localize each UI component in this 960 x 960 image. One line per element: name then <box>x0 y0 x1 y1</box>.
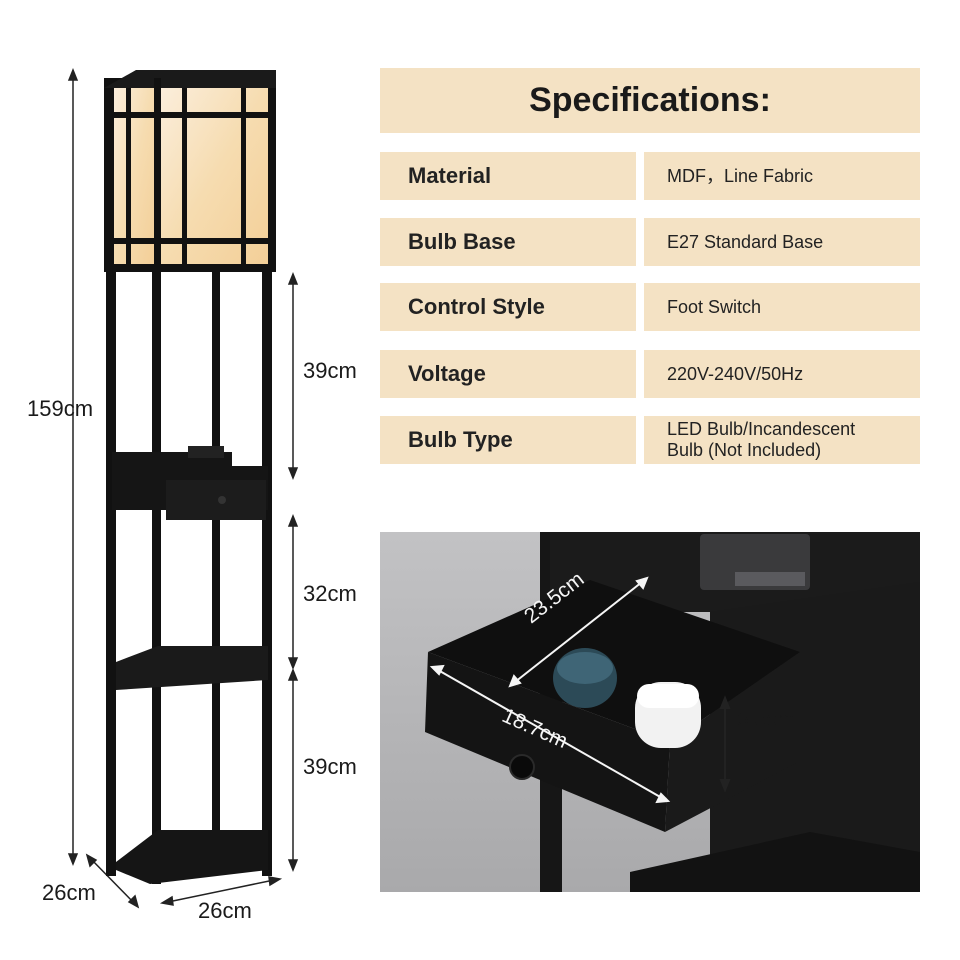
upper-shelf-height-label: 39cm <box>303 358 357 383</box>
spec-row-material: Material MDF，Line Fabric <box>380 152 920 200</box>
spec-value: MDF，Line Fabric <box>644 152 920 200</box>
spec-row-voltage: Voltage 220V-240V/50Hz <box>380 350 920 398</box>
spec-value: E27 Standard Base <box>644 218 920 266</box>
drawer-closeup-photo: 23.5cm 18.7cm 5.5cm <box>380 532 920 892</box>
specifications-title: Specifications: <box>380 68 920 133</box>
width-label: 26cm <box>198 898 252 923</box>
spec-row-control-style: Control Style Foot Switch <box>380 283 920 331</box>
spec-row-bulb-base: Bulb Base E27 Standard Base <box>380 218 920 266</box>
spec-row-bulb-type: Bulb Type LED Bulb/Incandescent Bulb (No… <box>380 416 920 464</box>
spec-label: Voltage <box>380 350 636 398</box>
total-height-label: 159cm <box>27 396 94 421</box>
depth-label: 26cm <box>42 880 96 905</box>
floor-lamp-figure <box>0 60 380 930</box>
spec-value: 220V-240V/50Hz <box>644 350 920 398</box>
spec-value: LED Bulb/Incandescent Bulb (Not Included… <box>644 416 920 464</box>
drawer-height-label: 5.5cm <box>737 708 795 731</box>
spec-label: Bulb Type <box>380 416 636 464</box>
spec-label: Bulb Base <box>380 218 636 266</box>
floor-lamp-illustration <box>67 67 299 909</box>
spec-label: Material <box>380 152 636 200</box>
drawer-illustration <box>380 532 920 892</box>
middle-shelf-height-label: 32cm <box>303 581 357 606</box>
lower-shelf-height-label: 39cm <box>303 754 357 779</box>
spec-value: Foot Switch <box>644 283 920 331</box>
spec-label: Control Style <box>380 283 636 331</box>
